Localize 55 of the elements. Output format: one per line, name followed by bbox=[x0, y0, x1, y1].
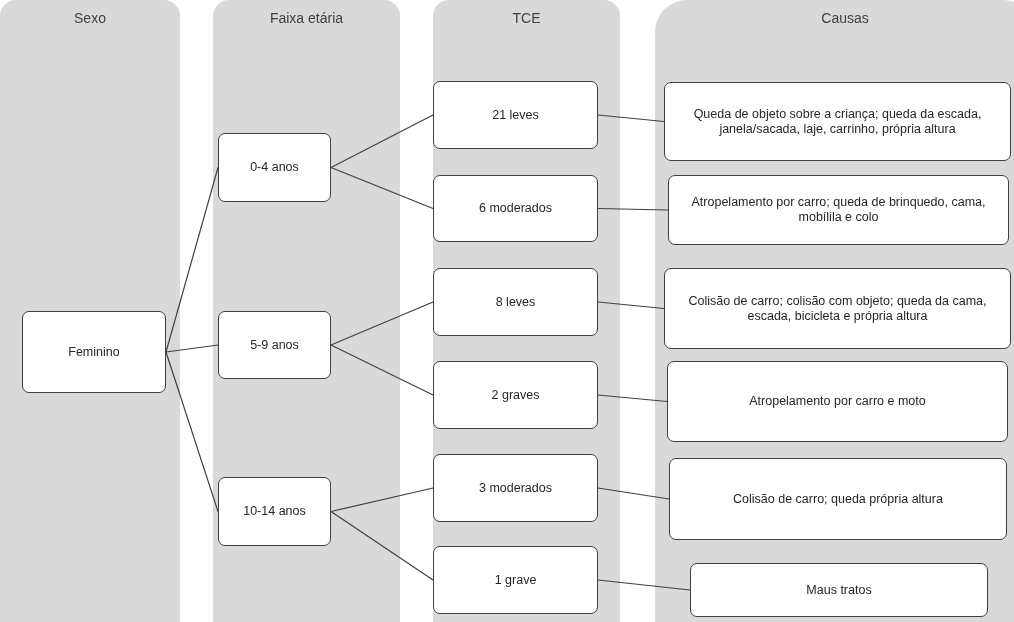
connector-line bbox=[165, 351, 219, 513]
category-box bbox=[433, 81, 598, 149]
column-band bbox=[655, 0, 1014, 622]
box-text: 21 leves bbox=[492, 107, 539, 123]
category-box bbox=[433, 268, 598, 336]
connector-line bbox=[330, 301, 434, 346]
category-box bbox=[664, 268, 1011, 349]
category-box bbox=[664, 82, 1011, 161]
connector-line bbox=[330, 166, 434, 210]
box-text: Colisão de carro; queda própria altura bbox=[733, 491, 943, 507]
connector-line bbox=[597, 301, 665, 310]
box-text: Feminino bbox=[68, 344, 120, 360]
box-text: 2 graves bbox=[491, 387, 540, 403]
connector-line bbox=[330, 114, 434, 169]
box-text: 3 moderados bbox=[479, 480, 552, 496]
column-band bbox=[433, 0, 620, 622]
column-header: TCE bbox=[511, 10, 542, 26]
category-box bbox=[669, 458, 1007, 540]
category-box bbox=[218, 477, 331, 546]
connector-line bbox=[165, 344, 219, 353]
connector-line bbox=[330, 344, 434, 396]
category-box bbox=[433, 175, 598, 242]
column-band bbox=[0, 0, 180, 622]
box-text: 8 leves bbox=[495, 294, 536, 310]
column-header: Causas bbox=[820, 10, 870, 26]
box-text: 5-9 anos bbox=[250, 337, 299, 353]
box-text: Maus tratos bbox=[806, 582, 872, 598]
box-text: 6 moderados bbox=[479, 201, 552, 216]
category-box bbox=[218, 311, 331, 379]
box-text: 1 grave bbox=[494, 572, 537, 588]
box-text: Queda de objeto sobre a criança; queda da escada, janela/sacada, laje, carrinho, própria altura bbox=[692, 106, 983, 137]
box-text: 0-4 anos bbox=[250, 160, 299, 175]
box-text: Colisão de carro; colisão com objeto; queda da cama, escada, bicicleta e própria altura bbox=[687, 293, 988, 324]
box-text: Atropelamento por carro e moto bbox=[749, 394, 926, 409]
connector-line bbox=[597, 487, 670, 500]
category-box bbox=[668, 175, 1009, 245]
connector-line bbox=[597, 114, 665, 123]
column-header: Sexo bbox=[73, 10, 107, 26]
connector-line bbox=[597, 394, 668, 403]
connector-line bbox=[330, 487, 434, 513]
category-box bbox=[433, 361, 598, 429]
category-box bbox=[667, 361, 1008, 442]
connector-line bbox=[597, 579, 691, 591]
category-box bbox=[690, 563, 988, 617]
connector-line bbox=[330, 510, 434, 581]
column-band bbox=[213, 0, 400, 622]
category-box bbox=[218, 133, 331, 202]
connector-line bbox=[597, 207, 669, 211]
box-text: 10-14 anos bbox=[243, 504, 306, 519]
column-header: Faixa etária bbox=[268, 10, 345, 26]
category-box bbox=[22, 311, 166, 393]
box-text: Atropelamento por carro; queda de brinquedo, cama, mobílila e colo bbox=[690, 195, 987, 225]
category-box bbox=[433, 454, 598, 522]
connector-line bbox=[165, 166, 219, 353]
category-box bbox=[433, 546, 598, 614]
